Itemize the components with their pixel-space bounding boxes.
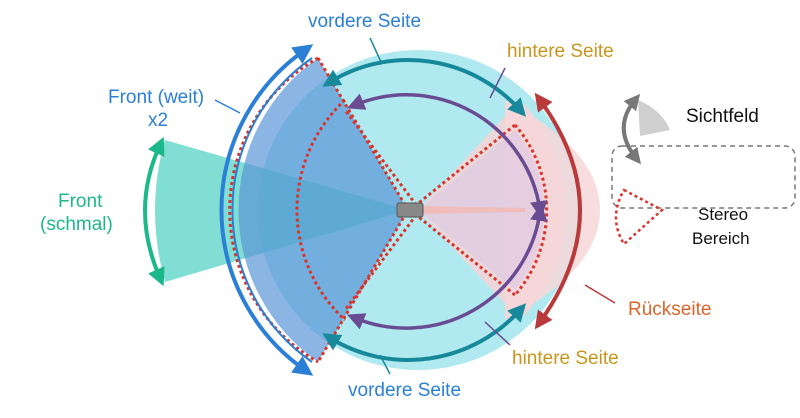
front-wide-arrows — [219, 44, 314, 376]
legend-sichtfeld-label: Sichtfeld — [686, 106, 759, 127]
vehicle-icon — [396, 202, 424, 218]
legend-stereo-label-line1: Stereo — [698, 205, 748, 224]
hintere-seite-bottom-arrow — [346, 203, 548, 330]
label-front-schmal-line2: (schmal) — [40, 214, 113, 235]
leader-vordere-top — [369, 37, 383, 65]
legend-stereo-label-line2: Bereich — [692, 229, 750, 248]
label-vordere-seite-top: vordere Seite — [308, 11, 421, 32]
label-front-weit-line2: x2 — [148, 110, 168, 131]
label-hintere-seite-top: hintere Seite — [507, 41, 614, 62]
hintere-seite-top-arrow — [346, 93, 548, 219]
label-front-weit-line1: Front (weit) — [108, 87, 204, 108]
label-hintere-seite-bottom: hintere Seite — [512, 348, 619, 369]
leader-hintere-top — [489, 67, 506, 99]
leader-hintere-bottom — [484, 321, 511, 346]
stereo-region-icon — [614, 188, 665, 246]
legend: Sichtfeld Stereo Bereich — [611, 93, 796, 248]
front-wide-area — [238, 58, 408, 362]
front-narrow-arrow — [143, 136, 165, 287]
legend-box — [611, 145, 796, 209]
label-front-schmal-line1: Front — [58, 191, 103, 212]
vordere-seite-top-arrow — [322, 58, 527, 117]
label-rueckseite: Rückseite — [628, 299, 711, 320]
rueckseite-arrow — [534, 92, 582, 330]
leader-rueckseite — [584, 284, 616, 304]
leader-front-weit — [214, 99, 241, 114]
sichtfeld-icon — [638, 100, 670, 136]
sichtfeld-arc-icon — [621, 93, 641, 165]
label-vordere-seite-bottom: vordere Seite — [348, 380, 461, 401]
leader-vordere-bottom — [379, 354, 391, 375]
